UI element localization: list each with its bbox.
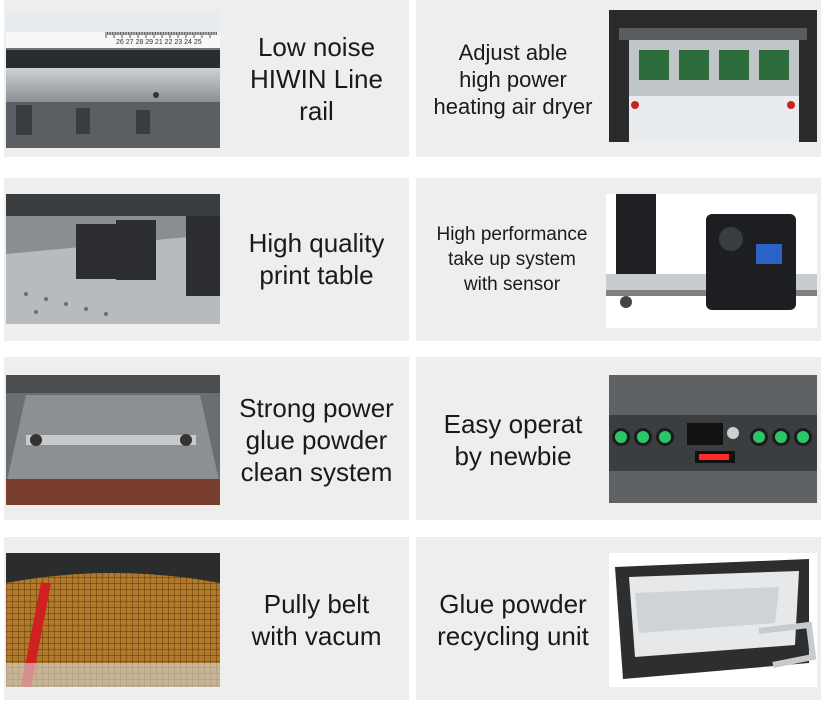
caption-line: Pully belt xyxy=(263,589,370,619)
feature-card-air-dryer: Adjust able high power heating air dryer xyxy=(416,0,821,157)
caption-line: Adjust able xyxy=(458,39,568,65)
feature-card-control-panel: Easy operat by newbie xyxy=(416,357,821,520)
caption-line: by newbie xyxy=(454,441,572,471)
caption-line: Low noise xyxy=(257,32,376,62)
caption-line: high power xyxy=(459,66,567,92)
caption-line: rail xyxy=(299,96,334,126)
caption-line: heating air dryer xyxy=(433,93,593,119)
print-table-photo xyxy=(6,194,220,324)
feature-caption: Low noise HIWIN Line rail xyxy=(224,10,409,148)
feature-caption: Easy operat by newbie xyxy=(418,375,608,505)
feature-card-recycling-unit: Glue powder recycling unit xyxy=(416,537,821,700)
feature-caption: Pully belt with vacum xyxy=(224,553,409,687)
recycling-unit-photo xyxy=(609,553,817,687)
caption-line: glue powder xyxy=(245,425,388,455)
feature-caption: High quality print table xyxy=(224,194,409,324)
feature-card-print-table: High quality print table xyxy=(4,178,409,341)
clean-system-photo xyxy=(6,375,220,505)
feature-caption: Strong power glue powder clean system xyxy=(224,375,409,505)
caption-line: Easy operat xyxy=(443,409,583,439)
control-panel-photo xyxy=(609,375,817,503)
caption-line: take up system xyxy=(448,248,576,270)
feature-caption: High performance take up system with sen… xyxy=(418,194,606,324)
ruler-label: 26 27 28 29 21 22 23 24 25 xyxy=(116,39,202,46)
feature-card-mesh-belt: Pully belt with vacum xyxy=(4,537,409,700)
linear-rail-photo: 26 27 28 29 21 22 23 24 25 xyxy=(6,10,220,148)
caption-line: with vacum xyxy=(251,621,382,651)
heating-dryer-photo xyxy=(609,10,817,142)
caption-line: Glue powder xyxy=(439,589,587,619)
caption-line: HIWIN Line xyxy=(250,64,383,94)
caption-line: clean system xyxy=(240,457,393,487)
mesh-belt-photo xyxy=(6,553,220,687)
feature-caption: Glue powder recycling unit xyxy=(418,553,608,687)
feature-card-clean-system: Strong power glue powder clean system xyxy=(4,357,409,520)
feature-card-linear-rail: 26 27 28 29 21 22 23 24 25 Low noise HIW… xyxy=(4,0,409,157)
caption-line: print table xyxy=(259,260,374,290)
caption-line: Strong power xyxy=(239,393,394,423)
caption-line: recycling unit xyxy=(437,621,589,651)
caption-line: High quality xyxy=(248,228,385,258)
caption-line: with sensor xyxy=(463,273,561,295)
take-up-photo xyxy=(606,194,817,328)
feature-caption: Adjust able high power heating air dryer xyxy=(418,10,608,148)
caption-line: High performance xyxy=(436,223,588,245)
feature-card-take-up: High performance take up system with sen… xyxy=(416,178,821,341)
